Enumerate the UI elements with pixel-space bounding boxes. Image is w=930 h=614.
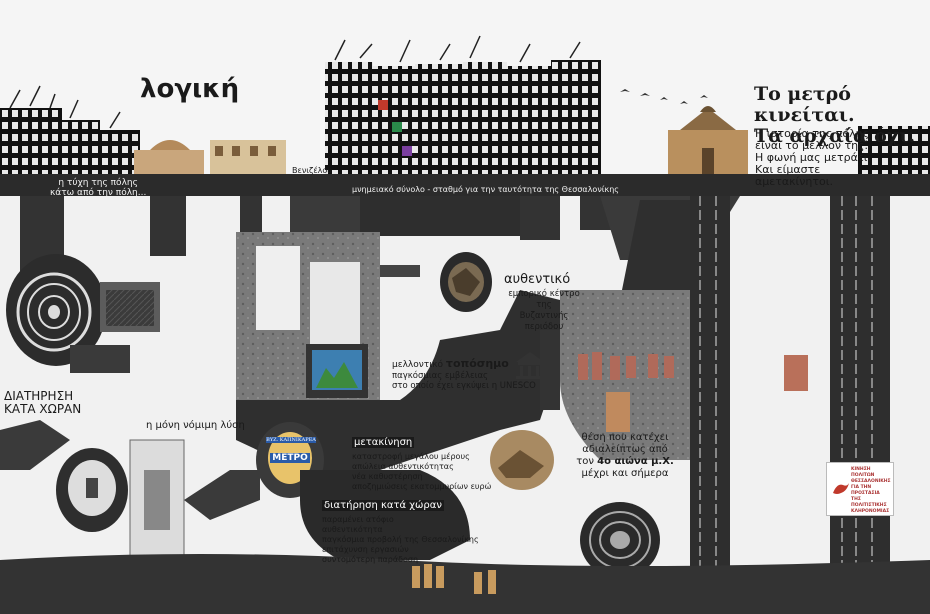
- slogan-line-1: Το μετρό κινείται.: [754, 83, 855, 126]
- in-situ-line: επιτάχυνση εργασιών: [322, 545, 409, 554]
- station-sign: Βενιζέλου: [292, 166, 332, 175]
- logo-line: ΤΗΣ ΠΟΛΙΤΙΣΤΙΚΗΣ: [851, 497, 887, 508]
- in-situ-line: παγκόσμια προβολή της Θεσσαλονίκης: [322, 535, 479, 544]
- future-landmark: μελλοντικό τοπόσημο: [392, 357, 509, 370]
- fate-line-2: κάτω από την πόλη...: [50, 188, 147, 198]
- bird-flock-icon: [620, 89, 708, 104]
- unesco-icon: [516, 352, 544, 379]
- authentic-body: εμπορικό κέντρο της Βυζαντινής περιόδου: [502, 289, 586, 333]
- logo-line: ΚΙΝΗΣΗ ΠΟΛΙΤΩΝ: [851, 467, 875, 478]
- position-line-2: αδιαλείπτως από: [582, 444, 668, 455]
- authentic-body-line: περιόδου: [524, 322, 564, 332]
- slogan-body-line: αμετακίνητοι.: [755, 175, 833, 188]
- in-situ-line: παραμένει ατόφιο: [322, 515, 394, 524]
- future-body-line: παγκόσμιας εμβέλειας: [392, 371, 489, 381]
- tunnel-boring-icon: [6, 254, 106, 366]
- slogan-heading: Το μετρό κινείται. Τα αρχαία όχι.: [754, 84, 930, 147]
- tunnels: [20, 196, 890, 614]
- position-line-4: μέχρι και σήμερα: [581, 468, 669, 479]
- phoenix-icon: [833, 483, 849, 494]
- in-situ-line: αυθεντικότητα: [322, 525, 383, 534]
- fate-line-1: η τύχη της πόλης: [58, 178, 138, 188]
- church-icon: [668, 106, 748, 176]
- monument-caption: μνημειακό σύνολο - σταθμό για την ταυτότ…: [352, 185, 619, 194]
- relocation-body: καταστροφή μεγάλου μέρους απώλεια αυθεντ…: [352, 452, 491, 492]
- excavation-site: [580, 502, 660, 578]
- preservation-title: ΔΙΑΤΗΡΗΣΗ ΚΑΤΑ ΧΩΡΑΝ: [4, 390, 81, 416]
- apartment-block-icon: [325, 35, 601, 176]
- logic-title: λογική: [140, 74, 240, 104]
- position-line-3: τον 4ο αιώνα μ.Χ.: [565, 456, 685, 468]
- slogan-body: Η ιστορία της πόλης είναι το μέλλον της.…: [755, 128, 871, 188]
- logo-line: ΚΛΗΡΟΝΟΜΙΑΣ: [851, 509, 890, 514]
- metro-sign: ΜΕΤΡΟ: [270, 453, 310, 463]
- logo-line: ΘΕΣΣΑΛΟΝΙΚΗΣ: [851, 479, 891, 484]
- only-solution: η μόνη νόμιμη λύση: [146, 420, 245, 431]
- slogan-body-line: Και είμαστε: [755, 163, 821, 176]
- in-situ-body: παραμένει ατόφιο αυθεντικότητα παγκόσμια…: [322, 515, 479, 565]
- position-line-1: θέση που κατέχει: [581, 432, 669, 443]
- metro-sign-top: ΒΥΖ. ΚΑΠΝΙΚΑΡΕΑ: [266, 437, 316, 443]
- preservation-line: ΚΑΤΑ ΧΩΡΑΝ: [4, 402, 82, 416]
- sketch-buildings-left: [0, 85, 286, 176]
- relocation-line: καταστροφή μεγάλου μέρους: [352, 452, 470, 461]
- authentic-body-line: εμπορικό κέντρο της: [508, 289, 580, 310]
- in-situ-title: διατήρηση κατά χώραν: [322, 500, 444, 511]
- position-pre: τον: [576, 456, 598, 467]
- citizens-logo-icon: ΚΙΝΗΣΗ ΠΟΛΙΤΩΝ ΘΕΣΣΑΛΟΝΙΚΗΣ ΓΙΑ ΤΗΝ ΠΡΟΣ…: [826, 462, 894, 516]
- logo-text: ΚΙΝΗΣΗ ΠΟΛΙΤΩΝ ΘΕΣΣΑΛΟΝΙΚΗΣ ΓΙΑ ΤΗΝ ΠΡΟΣ…: [851, 467, 893, 515]
- position-bold: 4ο αιώνα μ.Χ.: [597, 456, 674, 467]
- future-word: τοπόσημο: [445, 357, 509, 370]
- relocation-line: νέα καθυστέρηση: [352, 472, 423, 481]
- authentic-title: αυθεντικό: [504, 272, 571, 287]
- relocation-line: απώλεια αυθεντικότητας: [352, 462, 454, 471]
- slogan-body-line: Η ιστορία της πόλης: [755, 127, 870, 140]
- logo-line: ΓΙΑ ΤΗΝ ΠΡΟΣΤΑΣΙΑ: [851, 485, 880, 496]
- in-situ-line: συντομότερη παράδοση: [322, 555, 419, 564]
- slogan-body-line: Η φωνή μας μετράει.: [755, 151, 872, 164]
- preservation-line: ΔΙΑΤΗΡΗΣΗ: [4, 389, 74, 403]
- relocation-line: αποζημιώσεις εκατομμυρίων ευρώ: [352, 482, 492, 491]
- future-body-line: στο οποίο έχει εγκύψει η UNESCO: [392, 381, 536, 391]
- sketch-buildings-right: [858, 126, 930, 176]
- slogan-line-2: Τα αρχαία όχι.: [754, 125, 916, 147]
- slogan-body-line: είναι το μέλλον της.: [755, 139, 869, 152]
- future-body: παγκόσμιας εμβέλειας στο οποίο έχει εγκύ…: [392, 371, 536, 391]
- relocation-title: μετακίνηση: [352, 437, 415, 448]
- authentic-body-line: Βυζαντινής: [519, 311, 569, 321]
- future-prefix: μελλοντικό: [392, 360, 446, 370]
- fate-caption: η τύχη της πόλης κάτω από την πόλη...: [50, 178, 146, 198]
- position-caption: θέση που κατέχει αδιαλείπτως από τον 4ο …: [565, 432, 685, 480]
